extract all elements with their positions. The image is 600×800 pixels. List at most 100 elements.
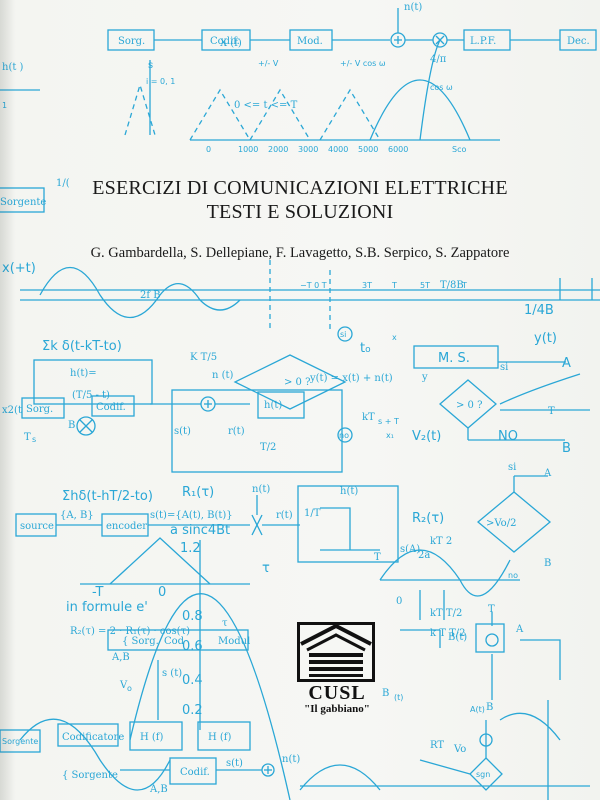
svg-text:B: B	[544, 558, 551, 569]
label-codif: Codif.	[210, 36, 240, 47]
svg-text:s(t): s(t)	[174, 426, 191, 437]
svg-text:H (f): H (f)	[208, 732, 232, 743]
top-block-chain: Sorg. Codif. Mod. n(t) L.P.F. Dec. +/- V…	[107, 2, 597, 92]
svg-text:T/2: T/2	[260, 442, 276, 453]
svg-text:to: to	[360, 341, 371, 356]
svg-text:y: y	[421, 372, 428, 383]
svg-text:1/T: 1/T	[304, 508, 321, 519]
label-r2: R₂(τ)	[412, 511, 444, 526]
svg-text:s (t): s (t)	[162, 668, 182, 679]
svg-text:s: s	[148, 60, 153, 71]
label-ms: M. S.	[438, 351, 470, 366]
label-yx: y(t) = x(t) + n(t)	[309, 373, 393, 384]
svg-text:k T T/2: k T T/2	[430, 628, 466, 639]
label-pvcos: +/- V cos ω	[340, 59, 386, 68]
svg-text:2f B: 2f B	[140, 290, 161, 301]
label-b: B	[562, 441, 571, 456]
svg-text:s: s	[32, 435, 36, 444]
svg-text:0 <= t <= T: 0 <= t <= T	[234, 100, 298, 111]
label-encoder: encoder	[106, 521, 147, 532]
cover-spine-shadow	[0, 0, 16, 800]
label-codificatore: Codificatore	[62, 732, 124, 743]
label-ab: {A, B}	[60, 510, 94, 521]
svg-text:T: T	[548, 406, 555, 417]
svg-text:> 0 ?: > 0 ?	[456, 400, 482, 411]
svg-text:(T/5 - t): (T/5 - t)	[72, 390, 110, 401]
svg-text:X (f): X (f)	[220, 38, 242, 49]
publisher-logo: CUSL "Il gabbiano"	[297, 622, 377, 715]
svg-text:B: B	[68, 420, 75, 431]
svg-text:RT: RT	[430, 740, 444, 751]
block-dec	[559, 29, 597, 51]
svg-text:T: T	[374, 552, 381, 563]
label-kt5: K T/5	[190, 352, 217, 363]
svg-text:n(t): n(t)	[252, 484, 270, 495]
right-decision-diagram: M. S. y(t) > 0 ? A B NO V₂(t) si y T	[412, 331, 590, 456]
svg-text:T: T	[391, 281, 397, 290]
label-h-t: h(t)=	[70, 368, 97, 379]
label-r2-formula: R₂(τ) = 2 · R₁(τ) · cos(τ)	[70, 626, 190, 637]
encoder-chain: Σhδ(t-hT/2-to) source {A, B} encoder s(t…	[15, 462, 552, 580]
label-sorg-2: Sorg.	[26, 404, 53, 415]
svg-text:τ: τ	[222, 618, 228, 629]
label-sorgente-left: Sorgente	[0, 197, 46, 208]
svg-text:s(A): s(A)	[400, 544, 420, 555]
bottom-right-block: sgn RT A(t) Vo	[299, 700, 590, 800]
svg-text:H (f): H (f)	[140, 732, 164, 743]
svg-text:Sco: Sco	[452, 145, 466, 154]
label-minus-t: -T	[92, 585, 103, 600]
svg-text:x(+t): x(+t)	[2, 261, 36, 276]
svg-text:x₁: x₁	[386, 431, 394, 440]
svg-text:−T 0 T: −T 0 T	[300, 281, 327, 290]
label-r1: R₁(τ)	[182, 485, 214, 500]
svg-text:A(t): A(t)	[470, 705, 485, 714]
svg-text:i = 0, 1: i = 0, 1	[146, 77, 175, 86]
label-zero: 0	[158, 585, 166, 600]
title-line-2: TESTI E SOLUZIONI	[206, 201, 394, 223]
svg-text:2a: 2a	[418, 550, 430, 561]
svg-text:1/(: 1/(	[56, 178, 70, 189]
svg-text:(t): (t)	[394, 693, 403, 702]
svg-text:Cod: Cod	[164, 636, 185, 647]
publisher-name: CUSL	[308, 682, 366, 704]
svg-text:kT T/2: kT T/2	[430, 608, 462, 619]
label-y-t: y(t)	[534, 331, 557, 346]
svg-text:{ Sorg.: { Sorg.	[122, 636, 159, 647]
svg-text:no: no	[508, 571, 518, 580]
svg-text:4/π: 4/π	[430, 54, 447, 65]
label-sgn: sgn	[476, 770, 490, 779]
label-codif-3: Codif.	[180, 767, 210, 778]
svg-text:V: V	[119, 680, 128, 691]
label-codif-2: Codif.	[96, 402, 126, 413]
label-no: NO	[498, 429, 518, 444]
svg-text:n (t): n (t)	[212, 370, 234, 381]
svg-text:Sorgente: Sorgente	[2, 737, 38, 746]
svg-text:T/8B: T/8B	[440, 280, 464, 291]
svg-text:5T: 5T	[420, 281, 430, 290]
publisher-tagline: "Il gabbiano"	[304, 703, 370, 715]
svg-text:B(t): B(t)	[448, 632, 467, 643]
label-ab-2: A,B	[111, 652, 130, 663]
svg-text:h(t ): h(t )	[2, 62, 24, 73]
svg-text:T: T	[488, 604, 495, 615]
svg-text:T: T	[461, 281, 467, 290]
svg-text:cos ω: cos ω	[430, 83, 453, 92]
svg-text:x: x	[392, 333, 397, 342]
book-title: ESERCIZI DI COMUNICAZIONI ELETTRICHE TES…	[0, 176, 600, 224]
label-one-over-4b: 1/4B	[524, 303, 554, 318]
label-gt0: > 0 ?	[284, 377, 310, 388]
svg-text:Vo: Vo	[453, 744, 466, 755]
svg-text:o: o	[127, 684, 132, 693]
svg-text:T: T	[24, 432, 31, 443]
svg-text:0: 0	[396, 596, 402, 607]
svg-text:kT: kT	[362, 412, 375, 423]
svg-text:1: 1	[2, 101, 7, 110]
label-zero-six: 0.6	[182, 639, 203, 654]
svg-text:3T: 3T	[362, 281, 372, 290]
svg-text:4000: 4000	[328, 145, 348, 154]
label-zero-two: 0.2	[182, 703, 203, 718]
svg-text:s + T: s + T	[378, 417, 399, 426]
